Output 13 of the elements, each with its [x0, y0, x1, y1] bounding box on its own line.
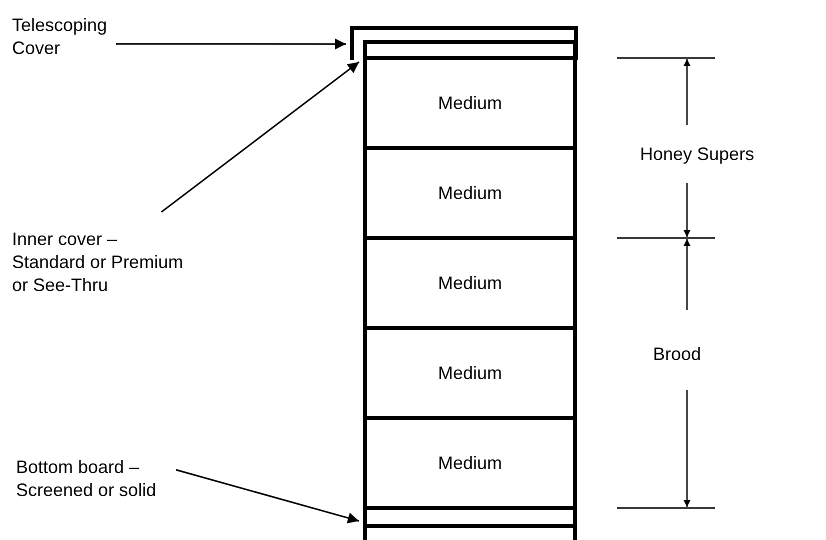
callout-text: Bottom board – Screened or solid	[16, 456, 178, 502]
callout-text: Telescoping Cover	[12, 14, 116, 60]
box-label: Medium	[438, 452, 502, 474]
callout-text: Inner cover – Standard or Premium or See-Thru	[12, 228, 192, 297]
dimension-label: Honey Supers	[640, 144, 754, 165]
box-label: Medium	[438, 272, 502, 294]
box-label: Medium	[438, 92, 502, 114]
arrow	[160, 61, 360, 213]
arrow	[116, 38, 346, 50]
dimension-label: Brood	[653, 344, 702, 365]
arrow	[176, 469, 360, 524]
box-label: Medium	[438, 182, 502, 204]
box-label: Medium	[438, 362, 502, 384]
